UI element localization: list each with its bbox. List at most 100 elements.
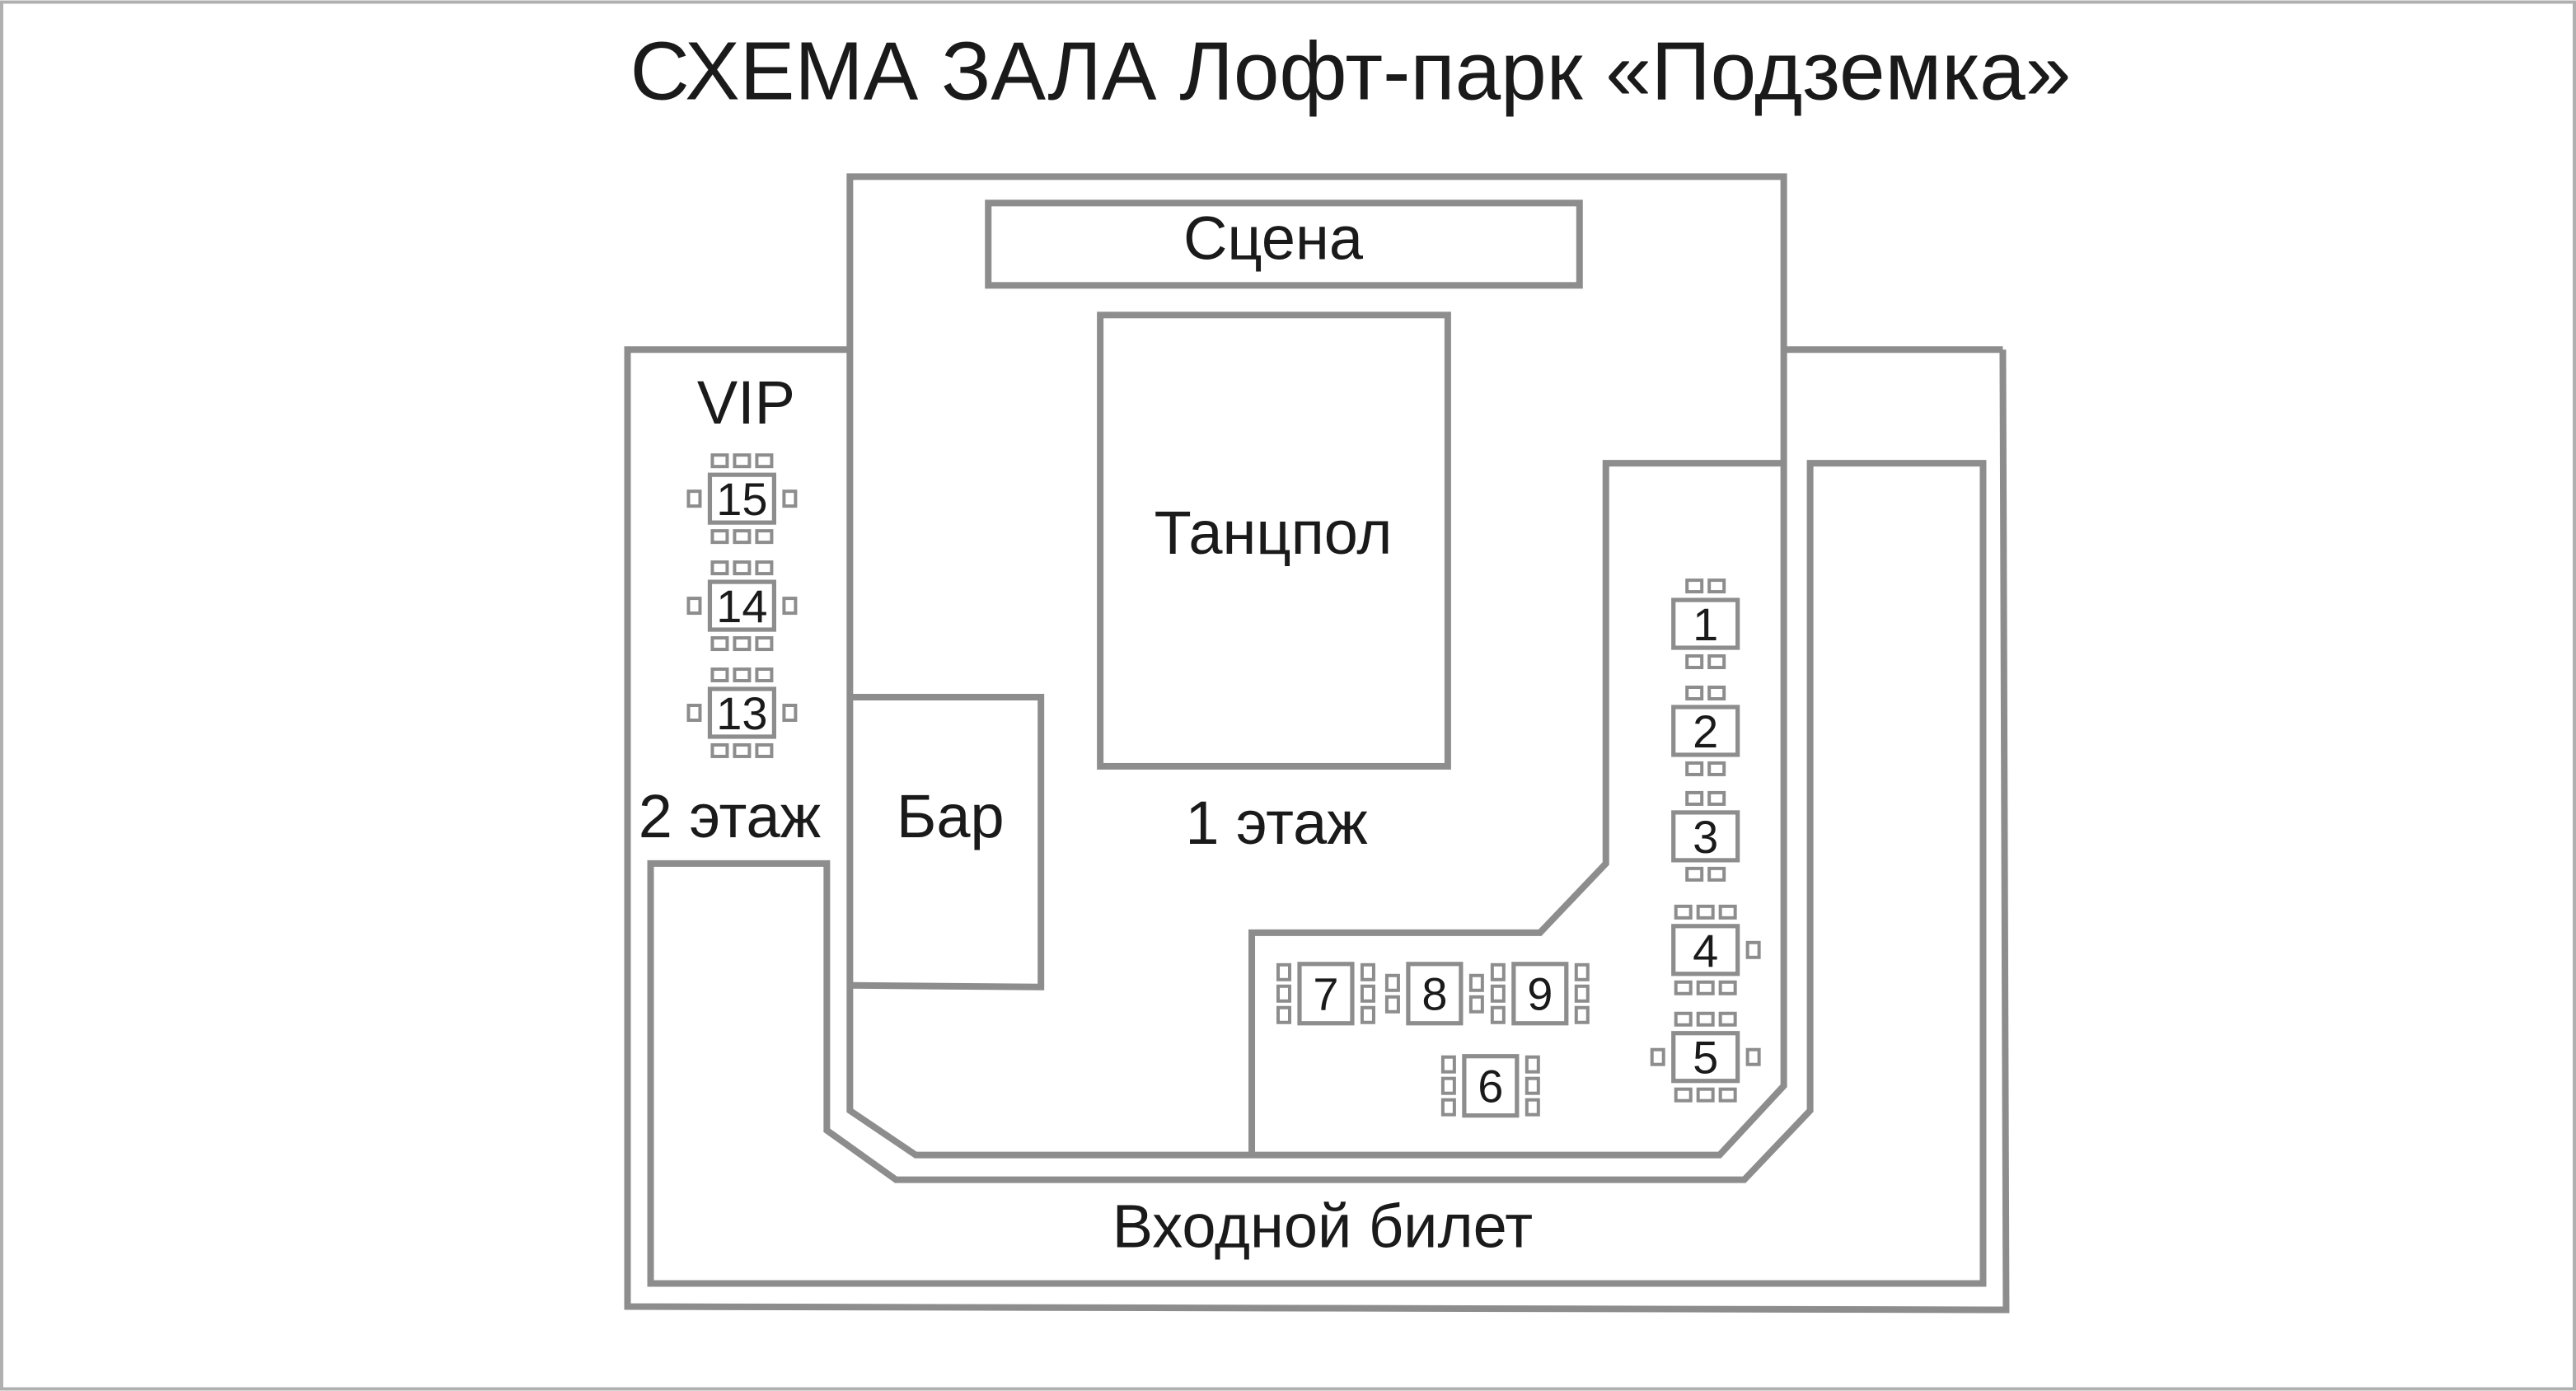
main-hall-outline <box>846 173 1787 1159</box>
chair <box>1707 654 1726 670</box>
page-title: СХЕМА ЗАЛА Лофт-парк «Подземка» <box>630 26 2072 117</box>
table-2[interactable] <box>1671 705 1740 757</box>
chair <box>782 597 798 616</box>
chair <box>782 703 798 722</box>
table-number: 8 <box>1421 968 1447 1020</box>
chair <box>733 453 752 469</box>
chair <box>1707 761 1726 776</box>
table-number: 1 <box>1693 598 1718 650</box>
chair <box>755 453 774 469</box>
table-7[interactable] <box>1297 962 1355 1026</box>
chair <box>1440 1076 1456 1095</box>
chair <box>1718 904 1737 920</box>
chair <box>1574 984 1590 1003</box>
dance-floor-label: Танцпол <box>1155 499 1393 567</box>
table-8[interactable] <box>1406 962 1464 1026</box>
table-4[interactable] <box>1671 924 1740 977</box>
chair <box>733 742 752 758</box>
chair <box>1674 1087 1693 1103</box>
chair <box>1707 790 1726 806</box>
chair <box>1490 1005 1506 1024</box>
chair <box>733 560 752 576</box>
table-number: 15 <box>716 473 767 525</box>
chair <box>1384 995 1400 1014</box>
chair <box>1360 962 1375 981</box>
stage-label: Сцена <box>1183 204 1364 272</box>
table-9[interactable] <box>1511 962 1569 1026</box>
floor-1-label: 1 этаж <box>1185 789 1368 857</box>
chair <box>1685 790 1704 806</box>
bar <box>850 694 1045 991</box>
chair <box>733 529 752 545</box>
chair <box>1525 1076 1540 1095</box>
chair <box>1696 980 1715 995</box>
table-number: 5 <box>1693 1032 1718 1084</box>
chair <box>1674 904 1693 920</box>
chair <box>1525 1055 1540 1074</box>
table-5[interactable] <box>1671 1031 1740 1084</box>
chair <box>782 489 798 508</box>
table-1[interactable] <box>1671 597 1740 650</box>
chair <box>1650 1047 1665 1066</box>
vip-label: VIP <box>697 368 795 437</box>
chair <box>755 667 774 683</box>
chair <box>1707 578 1726 594</box>
table-3[interactable] <box>1671 810 1740 863</box>
entry-corridor-outline <box>647 460 1987 1287</box>
table-number: 2 <box>1693 705 1718 757</box>
chair <box>1718 1087 1737 1103</box>
chair <box>1696 904 1715 920</box>
stage <box>985 199 1583 289</box>
floor-2-label: 2 этаж <box>639 782 822 850</box>
chair <box>733 636 752 652</box>
table-number: 6 <box>1478 1061 1503 1112</box>
chair <box>1685 761 1704 776</box>
chair <box>755 529 774 545</box>
table-13[interactable] <box>707 686 776 739</box>
chair <box>755 742 774 758</box>
table-15[interactable] <box>707 472 776 525</box>
chair <box>710 667 729 683</box>
table-14[interactable] <box>707 579 776 632</box>
chair <box>1696 1011 1715 1027</box>
table-number: 7 <box>1313 968 1338 1020</box>
chair <box>1440 1098 1456 1117</box>
chair <box>1674 1011 1693 1027</box>
chair <box>1685 578 1704 594</box>
table-6[interactable] <box>1462 1054 1520 1118</box>
chair <box>1574 962 1590 981</box>
table-number: 9 <box>1527 968 1553 1020</box>
chair <box>710 453 729 469</box>
table-number: 3 <box>1693 811 1718 863</box>
dance-floor <box>1097 311 1451 770</box>
chair <box>1718 980 1737 995</box>
chair <box>1685 866 1704 882</box>
chair <box>1707 866 1726 882</box>
chair <box>1674 980 1693 995</box>
chair <box>1468 973 1484 992</box>
chair <box>686 703 702 722</box>
chair <box>686 597 702 616</box>
table-number: 13 <box>716 687 767 739</box>
chair <box>1745 1047 1761 1066</box>
chair <box>710 742 729 758</box>
chair <box>1276 984 1291 1003</box>
chair <box>1276 962 1291 981</box>
table-number: 4 <box>1693 925 1718 977</box>
chair <box>1574 1005 1590 1024</box>
chair <box>1360 984 1375 1003</box>
chair <box>686 489 702 508</box>
chair <box>1490 962 1506 981</box>
chair <box>1745 940 1761 959</box>
chair <box>710 529 729 545</box>
chair <box>733 667 752 683</box>
entry-ticket-label: Входной билет <box>1112 1192 1533 1261</box>
chair <box>755 636 774 652</box>
chair <box>710 560 729 576</box>
chair <box>1685 686 1704 700</box>
chair <box>1490 984 1506 1003</box>
second-floor-outline <box>624 346 2010 1314</box>
